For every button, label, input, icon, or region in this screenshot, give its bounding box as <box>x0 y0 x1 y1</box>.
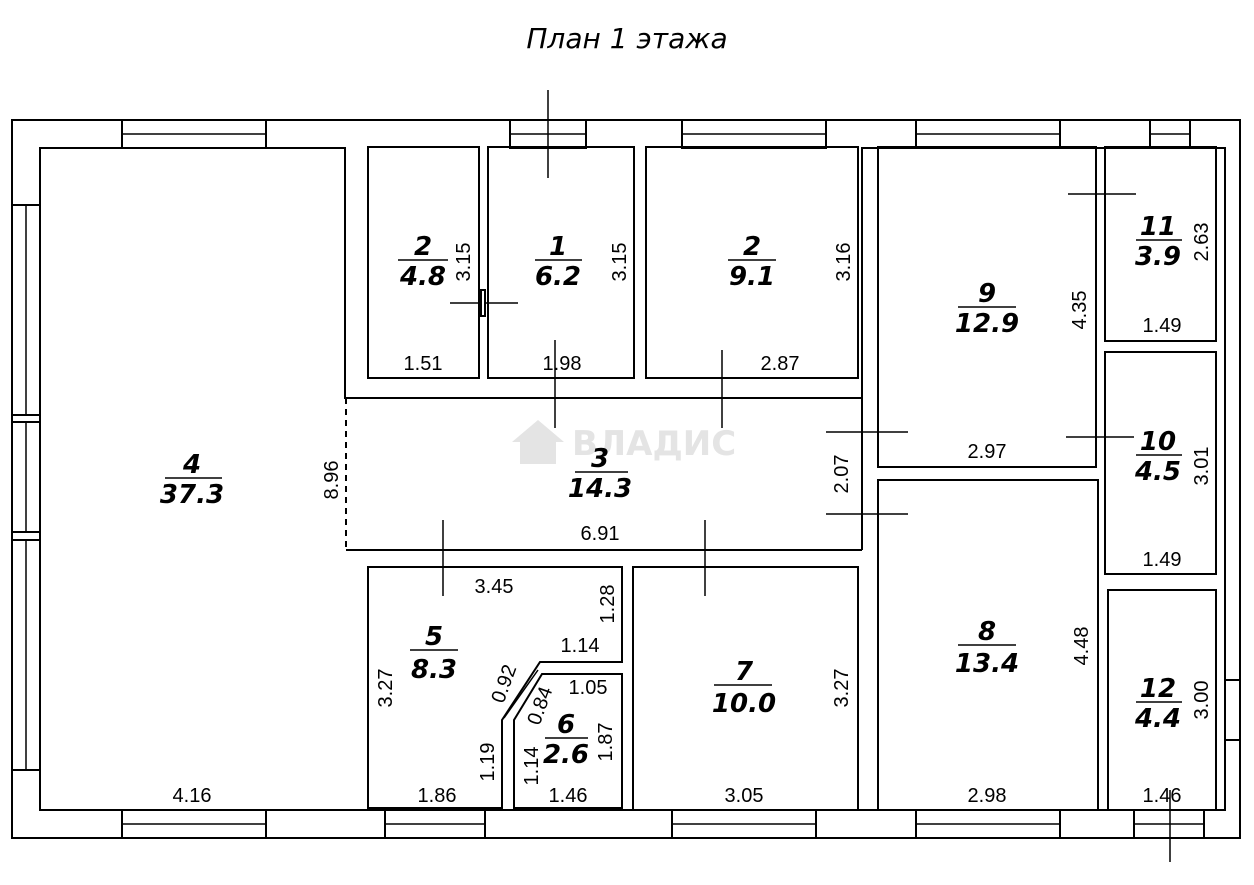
room-area: 4.5 <box>1134 457 1181 487</box>
room-width: 1.49 <box>1143 549 1182 571</box>
room-width: 2.98 <box>968 785 1007 807</box>
room-notch-height: 1.28 <box>597 585 619 624</box>
room-height: 3.16 <box>833 243 855 282</box>
room-width-top: 1.05 <box>569 677 608 699</box>
room-number: 6 <box>557 710 575 740</box>
room-number: 4 <box>182 450 201 480</box>
room-area: 14.3 <box>568 474 632 504</box>
room-number: 1 <box>549 232 567 262</box>
room-number: 2 <box>743 232 761 262</box>
room-height: 4.35 <box>1069 291 1091 330</box>
watermark-text: ВЛАДИС <box>572 424 736 464</box>
room-height: 2.63 <box>1191 223 1213 262</box>
room-width: 2.97 <box>968 441 1007 463</box>
room-area: 4.8 <box>399 262 446 292</box>
room-area: 2.6 <box>543 740 589 770</box>
doors <box>442 90 1171 862</box>
room-area: 9.1 <box>729 262 775 292</box>
room-height: 4.48 <box>1071 627 1093 666</box>
room-2-small: 2 4.8 1.51 3.15 <box>398 232 475 375</box>
room-number: 9 <box>978 279 996 309</box>
room-area: 4.4 <box>1134 704 1181 734</box>
room-width: 2.87 <box>761 353 800 375</box>
room-area: 8.3 <box>411 655 457 685</box>
room-height: 3.00 <box>1191 681 1213 720</box>
room-number: 12 <box>1140 674 1176 704</box>
room-notch-width: 1.14 <box>561 635 600 657</box>
room-5: 5 8.3 3.45 1.86 3.27 1.28 1.14 0.92 1.19 <box>375 576 619 807</box>
room-3: 3 14.3 6.91 2.07 <box>568 444 853 545</box>
house-icon <box>512 420 564 464</box>
room-width: 1.49 <box>1143 315 1182 337</box>
room-height-low: 1.19 <box>477 743 499 782</box>
room-height-left: 3.27 <box>375 669 397 708</box>
room-number: 3 <box>591 444 609 474</box>
room-number: 2 <box>414 232 432 262</box>
room-6: 6 2.6 1.05 1.46 1.87 0.84 1.14 <box>521 677 617 807</box>
room-width: 6.91 <box>581 523 620 545</box>
room-area: 12.9 <box>955 309 1019 339</box>
watermark: ВЛАДИС <box>512 420 736 464</box>
room-width: 1.98 <box>543 353 582 375</box>
room-height: 2.07 <box>831 455 853 494</box>
room-width: 4.16 <box>173 785 212 807</box>
room-width: 1.46 <box>1143 785 1182 807</box>
room-1: 1 6.2 1.98 3.15 <box>535 232 631 375</box>
room-11: 11 3.9 1.49 2.63 <box>1135 212 1213 337</box>
room-area: 6.2 <box>535 262 581 292</box>
room-diagonal: 0.84 <box>523 684 557 728</box>
room-9: 9 12.9 2.97 4.35 <box>955 279 1091 463</box>
room-10: 10 4.5 1.49 3.01 <box>1134 427 1213 571</box>
room-area: 13.4 <box>955 649 1019 679</box>
room-number: 11 <box>1140 212 1176 242</box>
room-width: 1.51 <box>404 353 443 375</box>
room-number: 7 <box>735 657 754 687</box>
room-4: 4 37.3 4.16 8.96 <box>160 450 343 807</box>
plan-title: План 1 этажа <box>526 22 727 55</box>
room-2-large: 2 9.1 2.87 3.16 <box>728 232 855 375</box>
interior-walls <box>345 146 1217 811</box>
room-area: 37.3 <box>160 480 224 510</box>
room-number: 5 <box>425 622 443 652</box>
room-number: 8 <box>978 617 996 647</box>
room-width-top: 3.45 <box>475 576 514 598</box>
room-height-left: 1.14 <box>521 747 543 786</box>
room-area: 3.9 <box>1135 242 1181 272</box>
room-width-bottom: 1.86 <box>418 785 457 807</box>
room-number: 10 <box>1140 427 1176 457</box>
room-height: 3.15 <box>453 243 475 282</box>
room-height: 8.96 <box>321 461 343 500</box>
room-width: 3.05 <box>725 785 764 807</box>
room-height: 3.27 <box>831 669 853 708</box>
room-8: 8 13.4 2.98 4.48 <box>955 617 1093 807</box>
room-area: 10.0 <box>712 689 776 719</box>
room-height: 3.15 <box>609 243 631 282</box>
room-height: 1.87 <box>595 723 617 762</box>
room-height: 3.01 <box>1191 447 1213 486</box>
room-12: 12 4.4 1.46 3.00 <box>1134 674 1213 807</box>
room-7: 7 10.0 3.05 3.27 <box>712 657 853 807</box>
room-width: 1.46 <box>549 785 588 807</box>
